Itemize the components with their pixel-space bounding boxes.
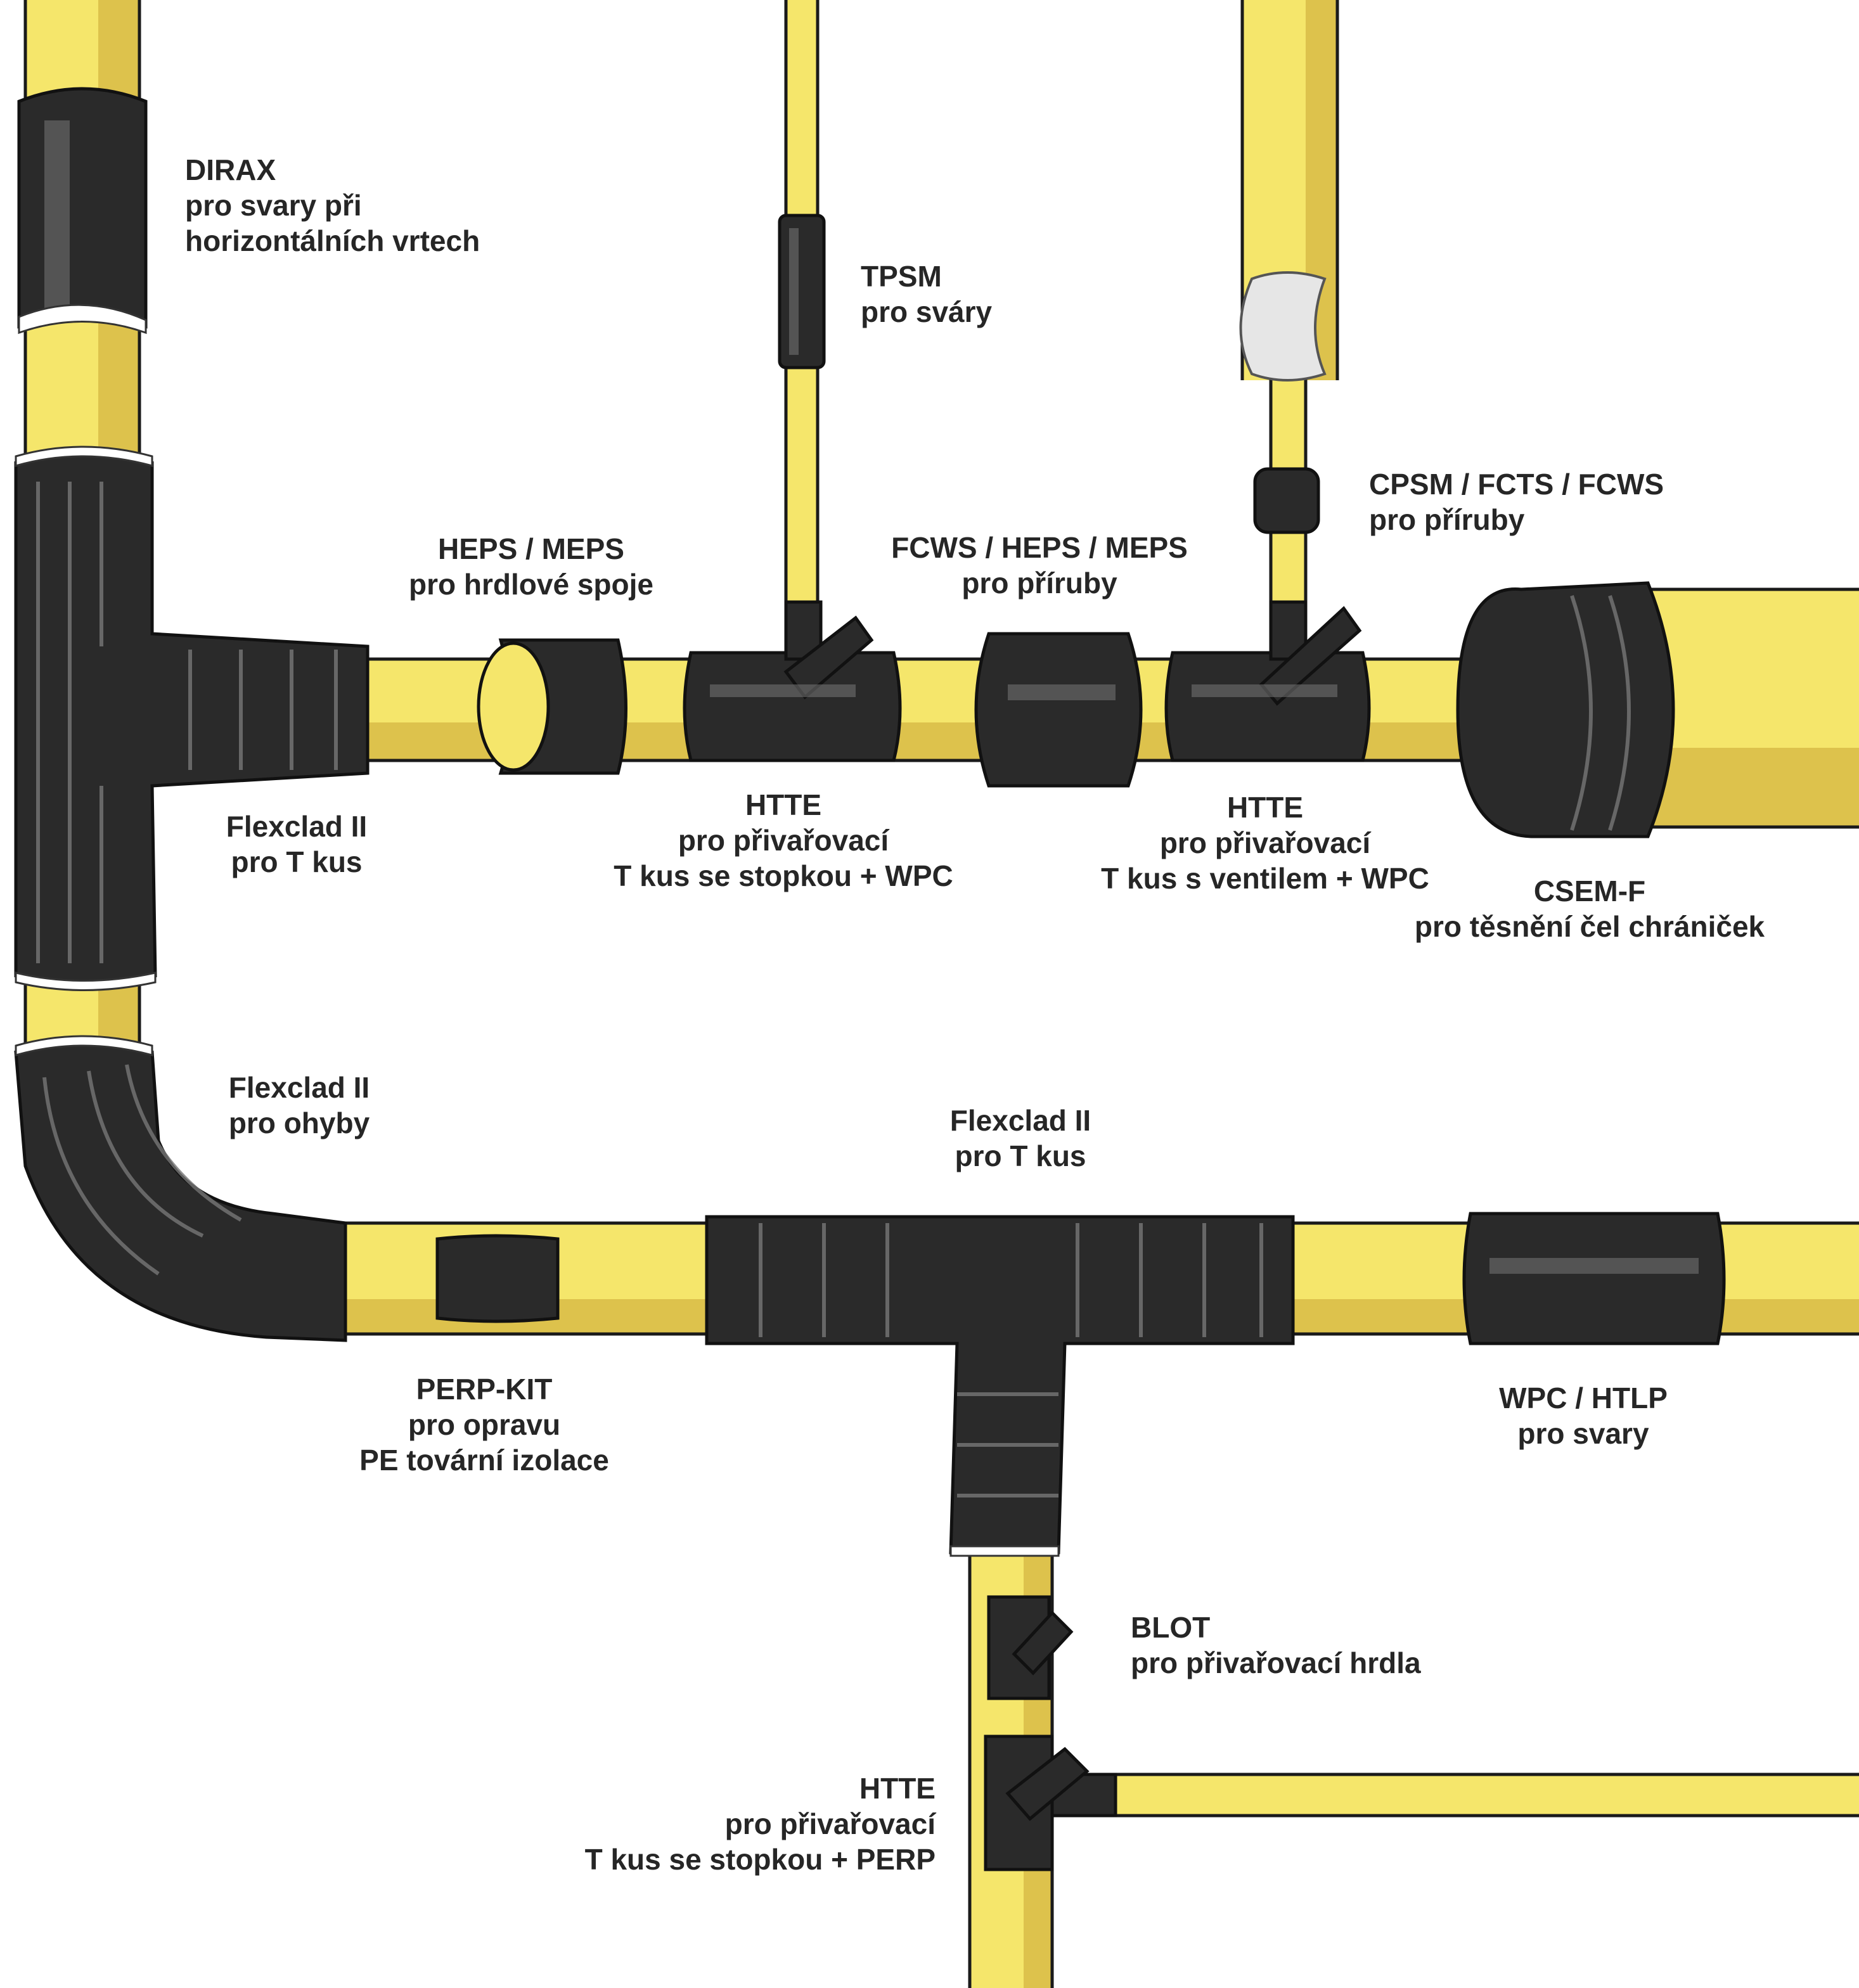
label-cpsm-title: CPSM / FCTS / FCWS <box>1369 468 1664 501</box>
label-flexclad-tee-left: Flexclad II pro T kus <box>226 809 367 880</box>
label-htte-stem-title: HTTE <box>745 788 822 821</box>
label-heps-meps: HEPS / MEPS pro hrdlové spoje <box>409 531 653 602</box>
label-perp-kit-line3: PE tovární izolace <box>359 1444 609 1477</box>
label-htte-valve-title: HTTE <box>1226 791 1304 824</box>
bottom-right-branch-pipe <box>1090 1773 1859 1818</box>
label-fcws-title: FCWS / HEPS / MEPS <box>891 531 1188 564</box>
label-wpc-htlp-title: WPC / HTLP <box>1499 1382 1668 1414</box>
label-htte-bottom-line2: pro přivařovací <box>724 1807 936 1840</box>
label-htte-valve: HTTE pro přivařovací T kus s ventilem + … <box>1101 790 1429 896</box>
cpsm-flange-sleeve <box>1239 271 1327 534</box>
htte-tee-valve <box>1164 600 1371 762</box>
label-flexclad-tee-left-title: Flexclad II <box>226 810 368 843</box>
label-dirax-title: DIRAX <box>185 153 276 186</box>
label-perp-kit-line2: pro opravu <box>408 1408 561 1441</box>
label-tpsm-title: TPSM <box>861 260 942 293</box>
label-htte-bottom-title: HTTE <box>859 1772 936 1805</box>
flexclad-tee-center <box>705 1215 1295 1557</box>
label-perp-kit: PERP-KIT pro opravu PE tovární izolace <box>359 1371 609 1478</box>
heps-meps-sleeve <box>477 638 627 775</box>
label-wpc-htlp: WPC / HTLP pro svary <box>1499 1380 1668 1451</box>
label-csem-f-title: CSEM-F <box>1533 875 1646 907</box>
label-htte-stem-line2: pro přivařovací <box>678 824 889 857</box>
label-tpsm: TPSM pro sváry <box>861 259 992 330</box>
htte-tee-bottom <box>984 1735 1117 1871</box>
label-dirax: DIRAX pro svary při horizontálních vrtec… <box>185 152 480 259</box>
label-dirax-line2: pro svary při <box>185 189 362 222</box>
label-csem-f: CSEM-F pro těsnění čel chrániček <box>1415 873 1765 944</box>
fcws-flange-sleeve <box>974 632 1143 788</box>
label-htte-stem: HTTE pro přivařovací T kus se stopkou + … <box>614 787 953 894</box>
label-heps-meps-line2: pro hrdlové spoje <box>409 568 653 601</box>
label-flexclad-tee-center: Flexclad II pro T kus <box>950 1103 1091 1174</box>
csem-f-seal <box>1456 581 1675 838</box>
label-csem-f-line2: pro těsnění čel chrániček <box>1414 910 1765 943</box>
dirax-sleeve <box>17 87 148 335</box>
flexclad-bend <box>14 1035 347 1342</box>
label-blot-title: BLOT <box>1131 1611 1211 1644</box>
label-htte-stem-line3: T kus se stopkou + WPC <box>614 859 953 892</box>
htte-tee-stem <box>683 600 902 762</box>
label-htte-valve-line3: T kus s ventilem + WPC <box>1101 862 1429 895</box>
label-htte-bottom: HTTE pro přivařovací T kus se stopkou + … <box>585 1771 936 1877</box>
label-wpc-htlp-line2: pro svary <box>1517 1417 1649 1450</box>
flexclad-tee-left <box>14 446 370 991</box>
label-flexclad-bend: Flexclad II pro ohyby <box>229 1070 370 1141</box>
label-flexclad-tee-center-title: Flexclad II <box>949 1104 1091 1137</box>
label-perp-kit-title: PERP-KIT <box>416 1373 553 1406</box>
label-flexclad-bend-line2: pro ohyby <box>228 1106 370 1139</box>
label-htte-valve-line2: pro přivařovací <box>1159 826 1371 859</box>
label-flexclad-tee-left-line2: pro T kus <box>231 845 363 878</box>
perp-kit-patch <box>435 1234 560 1323</box>
label-fcws-heps-meps: FCWS / HEPS / MEPS pro příruby <box>891 530 1188 601</box>
label-blot: BLOT pro přivařovací hrdla <box>1131 1610 1421 1681</box>
tpsm-sleeve <box>778 214 826 369</box>
label-blot-line2: pro přivařovací hrdla <box>1131 1646 1421 1679</box>
label-flexclad-tee-center-line2: pro T kus <box>955 1139 1086 1172</box>
blot-fitting <box>987 1595 1074 1700</box>
label-cpsm: CPSM / FCTS / FCWS pro příruby <box>1369 466 1664 537</box>
label-heps-meps-title: HEPS / MEPS <box>438 532 624 565</box>
label-htte-bottom-line3: T kus se stopkou + PERP <box>584 1843 936 1876</box>
label-dirax-line3: horizontálních vrtech <box>185 224 480 257</box>
label-tpsm-line2: pro sváry <box>861 295 993 328</box>
label-fcws-line2: pro příruby <box>962 567 1117 600</box>
label-flexclad-bend-title: Flexclad II <box>228 1071 370 1104</box>
label-cpsm-line2: pro příruby <box>1369 503 1525 536</box>
wpc-htlp-sleeve <box>1462 1212 1726 1345</box>
